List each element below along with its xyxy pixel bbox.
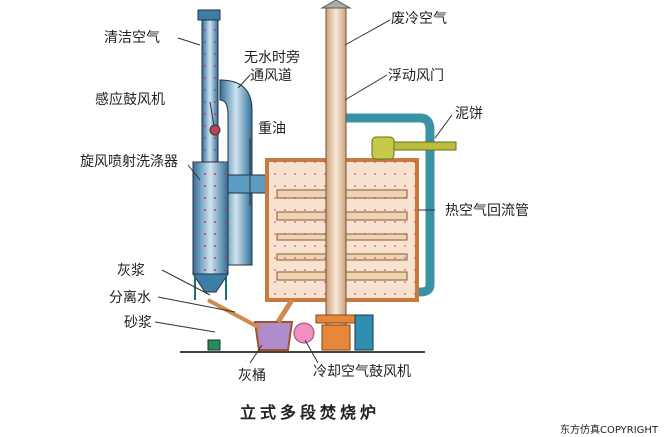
cyclone-scrubber <box>192 9 271 300</box>
label-induced-blower: 感应鼓风机 <box>95 91 165 108</box>
cooling-blower-icon <box>293 322 315 344</box>
furnace <box>265 0 419 351</box>
label-sludge-cake: 泥饼 <box>455 106 483 122</box>
label-waste-cold-air: 废冷空气 <box>391 11 447 27</box>
label-bypass-duct: 无水时旁 <box>244 49 300 66</box>
induced-blower-icon <box>209 124 221 136</box>
copyright: 东方仿真COPYRIGHT <box>560 423 659 436</box>
sludge-feeder <box>371 136 457 160</box>
motor-icon <box>354 314 374 351</box>
center-shaft <box>325 7 347 349</box>
label-hot-air-return: 热空气回流管 <box>445 203 529 219</box>
pump-icon <box>207 339 221 351</box>
label-ash-bucket: 灰桶 <box>238 368 266 384</box>
leader-lines <box>154 19 453 364</box>
stack-cap <box>197 9 221 21</box>
label-clean-air: 清洁空气 <box>104 30 160 46</box>
label-ash-slurry: 灰浆 <box>117 263 145 279</box>
label-grit-slurry: 砂浆 <box>124 315 152 331</box>
label-bypass-duct-2: 通风道 <box>250 68 292 84</box>
label-cooling-blower: 冷却空气鼓风机 <box>313 364 411 380</box>
label-cyclone-scrubber: 旋风喷射洗涤器 <box>80 154 178 170</box>
hot-air-return-pipe <box>345 113 435 297</box>
diagram-title: 立式多段焚烧炉 <box>240 403 380 422</box>
flue-connector <box>227 174 271 194</box>
label-floating-damper: 浮动风门 <box>388 68 444 84</box>
label-heavy-oil: 重油 <box>258 121 286 137</box>
label-separated-water: 分离水 <box>109 289 151 306</box>
